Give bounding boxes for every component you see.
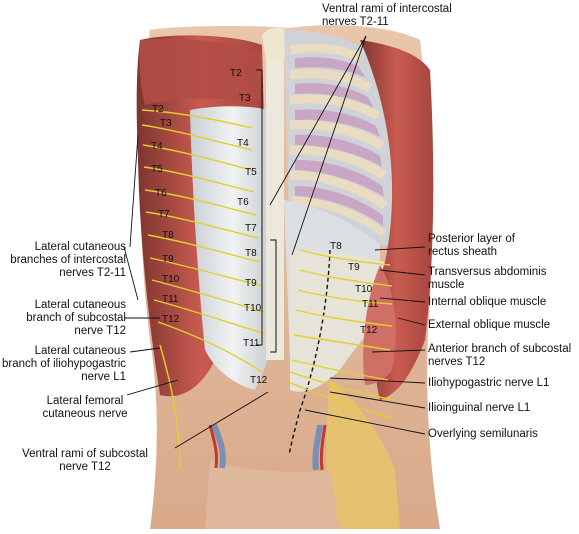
segment-label-t11: T11 [243,338,260,349]
segment-label-t3: T3 [239,93,251,104]
label-transversus-abdominis: Transversus abdominis muscle [428,266,547,291]
leader-lines [123,35,426,449]
segment-label-t3: T3 [160,118,172,129]
label-iliohypogastric: Iliohypogastric nerve L1 [428,377,550,389]
label-anterior-branch-subcostal: Anterior branch of subcostal nerves T12 [428,343,572,368]
pubic-region [205,460,340,529]
segment-label-t7: T7 [245,223,257,234]
segment-label-t12: T12 [360,325,378,336]
segment-label-t2: T2 [152,104,164,115]
label-ventral-rami-intercostal: Ventral rami of intercostal nerves T2-11 [322,3,452,28]
semilunaris-line [288,249,331,456]
sternum-linea-alba [266,30,284,360]
segment-label-t5: T5 [245,167,257,178]
segment-label-t8: T8 [245,248,257,259]
segment-label-t4: T4 [237,138,249,149]
intercostal-spaces [295,57,384,226]
segment-label-t11: T11 [162,294,179,305]
label-ilioinguinal: Ilioinguinal nerve L1 [428,402,531,414]
segment-label-t7: T7 [158,209,170,220]
segment-label-t10: T10 [355,284,373,295]
segment-label-t12: T12 [162,314,180,325]
label-posterior-layer-rectus-sheath: Posterior layer of rectus sheath [428,233,515,258]
segment-label-t8: T8 [162,230,174,241]
segment-label-t10: T10 [162,274,180,285]
segment-label-t9: T9 [245,278,257,289]
segment-label-t9: T9 [162,254,174,265]
femoral-vessels-left [211,423,226,469]
pectoral-muscle [139,38,262,105]
segment-label-t8: T8 [330,241,342,252]
ribs [289,43,388,238]
left-rectus-sheath [190,106,275,390]
label-external-oblique: External oblique muscle [428,319,551,331]
segment-label-t10: T10 [244,303,262,314]
label-lateral-cutaneous-subcostal: Lateral cutaneous branch of subcostal ne… [26,299,126,337]
segment-label-t4: T4 [151,141,163,152]
femoral-vessels-right [312,424,323,471]
femoral-artery-left [208,424,218,469]
femoral-artery-right [319,424,327,471]
segment-label-t2: T2 [230,68,242,79]
segment-label-t5: T5 [151,164,163,175]
segment-label-t6: T6 [237,197,249,208]
segment-label-t9: T9 [348,262,360,273]
label-lateral-cutaneous-intercostal: Lateral cutaneous branches of intercosta… [10,241,126,279]
label-internal-oblique: Internal oblique muscle [428,296,547,308]
segment-label-t6: T6 [155,188,167,199]
segment-label-t12: T12 [250,375,268,386]
label-overlying-semilunaris: Overlying semilunaris [428,428,538,440]
label-ventral-rami-subcostal: Ventral rami of subcostal nerve T12 [22,448,148,473]
intercostal-nerves [141,109,396,471]
label-lateral-cutaneous-iliohypogastric: Lateral cutaneous branch of iliohypogast… [1,345,126,383]
label-lateral-femoral-cutaneous: Lateral femoral cutaneous nerve [42,395,128,420]
inguinal-fat [326,380,400,529]
segment-brackets [256,69,277,353]
segment-label-t11: T11 [362,299,379,310]
